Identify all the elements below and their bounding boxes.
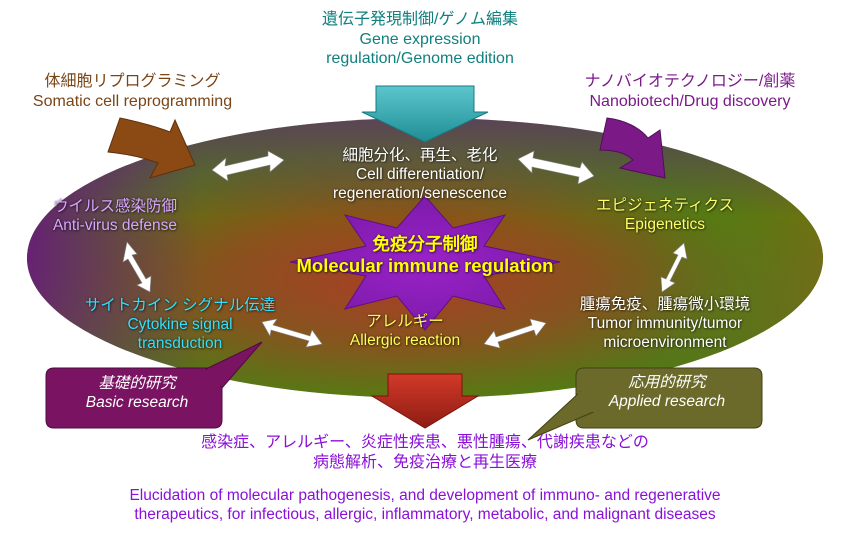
basic-research-en: Basic research: [85, 393, 189, 411]
somatic-reprogramming-label: 体細胞リプログラミング Somatic cell reprogramming: [5, 72, 260, 111]
nanobiotech-label: ナノバイオテクノロジー/創薬 Nanobiotech/Drug discover…: [540, 72, 840, 111]
somatic-reprogramming-arrow: [107, 117, 196, 179]
antivirus-label: ウイルス感染防御 Anti-virus defense: [20, 198, 210, 236]
double-arrow-cell-epigenetics: [517, 150, 595, 185]
allergy-jp: アレルギー: [366, 313, 444, 330]
cytokine-jp: サイトカイン シグナル伝達: [84, 297, 276, 314]
cytokine-en-line2: transduction: [137, 334, 223, 352]
nanobiotech-en: Nanobiotech/Drug discovery: [589, 92, 791, 110]
applied-research-jp: 応用的研究: [628, 374, 706, 391]
cell-differentiation-label: 細胞分化、再生、老化 Cell differentiation/ regener…: [270, 147, 570, 204]
outcome-jp-text: 感染症、アレルギー、炎症性疾患、悪性腫瘍、代謝疾患などの 病態解析、免疫治療と再…: [30, 433, 820, 472]
somatic-reprogramming-en: Somatic cell reprogramming: [32, 92, 233, 110]
applied-research-label: 応用的研究 Applied research: [574, 374, 760, 412]
antivirus-jp: ウイルス感染防御: [52, 198, 177, 215]
tumor-en-line2: microenvironment: [603, 333, 727, 351]
basic-research-jp: 基礎的研究: [98, 375, 176, 392]
cytokine-label: サイトカイン シグナル伝達 Cytokine signal transducti…: [45, 297, 315, 354]
double-arrow-epigenetics-tumor: [660, 242, 688, 293]
outcome-arrow: [370, 373, 480, 429]
tumor-en-line1: Tumor immunity/tumor: [587, 314, 743, 332]
nanobiotech-jp: ナノバイオテクノロジー/創薬: [584, 73, 796, 90]
applied-research-callout-tail-join: [578, 392, 598, 412]
center-star: [289, 195, 561, 331]
basic-research-callout-tail-join: [200, 370, 220, 390]
allergy-label: アレルギー Allergic reaction: [305, 313, 505, 351]
gene-expression-en-line1: Gene expression: [359, 30, 481, 48]
tumor-jp: 腫瘍免疫、腫瘍微小環境: [579, 296, 751, 313]
tumor-label: 腫瘍免疫、腫瘍微小環境 Tumor immunity/tumor microen…: [530, 296, 800, 353]
applied-research-en: Applied research: [608, 392, 726, 410]
basic-research-label: 基礎的研究 Basic research: [52, 375, 222, 413]
epigenetics-label: エピジェネティクス Epigenetics: [580, 197, 750, 235]
epigenetics-en: Epigenetics: [624, 215, 706, 233]
allergy-en: Allergic reaction: [349, 331, 461, 349]
epigenetics-jp: エピジェネティクス: [595, 197, 735, 214]
gene-expression-label: 遺伝子発現制御/ゲノム編集 Gene expression regulation…: [270, 10, 570, 69]
applied-research-callout: [575, 367, 763, 429]
outcome-en-text: Elucidation of molecular pathogenesis, a…: [0, 487, 850, 525]
cytokine-en-line1: Cytokine signal: [127, 315, 233, 333]
cell-differentiation-en-line2: regeneration/senescence: [332, 184, 508, 202]
outcome-jp-line1: 感染症、アレルギー、炎症性疾患、悪性腫瘍、代謝疾患などの: [201, 434, 649, 451]
center-label: 免疫分子制御 Molecular immune regulation: [245, 234, 605, 278]
outcome-jp-line2: 病態解析、免疫治療と再生医療: [312, 453, 537, 471]
gene-expression-jp: 遺伝子発現制御/ゲノム編集: [322, 11, 518, 28]
double-arrow-antivirus-cytokine: [122, 241, 152, 293]
gene-expression-en-line2: regulation/Genome edition: [326, 50, 514, 68]
antivirus-en: Anti-virus defense: [52, 216, 178, 234]
somatic-reprogramming-jp: 体細胞リプログラミング: [44, 73, 221, 90]
gene-expression-arrow: [361, 85, 489, 143]
nanobiotech-arrow: [599, 117, 666, 179]
center-jp: 免疫分子制御: [372, 234, 478, 254]
outcome-en-line1: Elucidation of molecular pathogenesis, a…: [129, 487, 721, 504]
center-en: Molecular immune regulation: [296, 255, 554, 277]
outcome-en-line2: therapeutics, for infectious, allergic, …: [134, 505, 716, 523]
cell-differentiation-en-line1: Cell differentiation/: [355, 165, 485, 183]
double-arrow-cytokine-allergy: [261, 318, 323, 348]
double-arrow-cell-antivirus: [211, 150, 285, 182]
connector-arrows: [122, 150, 688, 349]
cell-differentiation-jp: 細胞分化、再生、老化: [342, 147, 498, 164]
double-arrow-allergy-tumor: [483, 318, 547, 349]
